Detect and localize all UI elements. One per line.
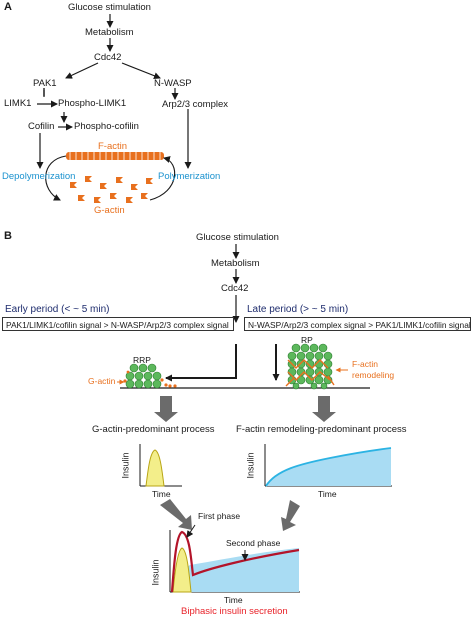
node-phospho-cofilin: Phospho-cofilin (74, 121, 139, 132)
node-pak1: PAK1 (33, 78, 57, 89)
b-cdc42: Cdc42 (221, 283, 249, 294)
depolymerization-label: Depolymerization (2, 171, 76, 182)
b-metabolism: Metabolism (211, 258, 260, 269)
left-process-label: G-actin-predominant process (92, 424, 215, 435)
f-actin-remodeling-line1: F-actin (352, 359, 378, 369)
chart-right-fill (266, 448, 391, 486)
arrow-cdc42-nwasp (121, 62, 161, 80)
polymerization-label: Polymerization (158, 171, 221, 182)
early-period-label: Early period (< ~ 5 min) (5, 304, 110, 315)
gray-block-arrows (154, 396, 336, 531)
node-metabolism: Metabolism (85, 27, 134, 38)
right-chart-xlabel: Time (318, 489, 337, 499)
gray-arrow-right (312, 396, 336, 422)
gray-arrow-right-down (281, 500, 300, 531)
rp-granules (287, 343, 333, 390)
node-phospho-limk1: Phospho-LIMK1 (58, 98, 127, 109)
f-actin-label: F-actin (98, 141, 128, 152)
second-phase-label: Second phase (226, 538, 281, 548)
right-process-label: F-actin remodeling-predominant process (236, 424, 407, 435)
chart-bottom-first-fill (172, 547, 192, 593)
rrp-granules (125, 363, 162, 389)
gray-arrow-left-down (160, 499, 192, 530)
node-limk1: LIMK1 (4, 98, 32, 109)
panel-b-arrows (165, 244, 280, 382)
b-glucose: Glucose stimulation (196, 232, 279, 243)
bottom-chart-ylabel: Insulin (150, 559, 161, 586)
arc-polymerization (149, 156, 176, 201)
f-actin-filament (66, 152, 164, 160)
chart-right-curve (265, 447, 392, 487)
node-cdc42: Cdc42 (94, 52, 122, 63)
g-actin-label: G-actin (94, 205, 125, 216)
node-arp23: Arp2/3 complex (162, 99, 229, 110)
arc-depolymerization (45, 155, 67, 201)
bottom-chart-xlabel: Time (224, 595, 243, 605)
panel-a-letter: A (4, 1, 12, 13)
late-signal-box: N-WASP/Arp2/3 complex signal > PAK1/LIMK… (244, 317, 471, 331)
f-actin-remodeling-line2: remodeling (352, 370, 395, 380)
first-phase-label: First phase (198, 511, 241, 521)
g-actin-monomers (70, 176, 153, 203)
rp-label: RP (301, 335, 313, 345)
rrp-label: RRP (133, 355, 151, 365)
early-signal-box: PAK1/LIMK1/cofilin signal > N-WASP/Arp2/… (2, 317, 234, 331)
chart-bottom-second-fill (172, 548, 299, 592)
first-phase-pointer (186, 524, 196, 538)
left-chart-xlabel: Time (152, 489, 171, 499)
panel-b-letter: B (4, 230, 12, 242)
rp-f-actin (285, 359, 335, 387)
left-chart-ylabel: Insulin (120, 452, 131, 479)
rrp-g-actin (123, 370, 177, 388)
biphasic-label: Biphasic insulin secretion (181, 606, 288, 617)
late-period-label: Late period (> ~ 5 min) (247, 304, 349, 315)
right-chart-ylabel: Insulin (245, 452, 256, 479)
gray-arrow-left (154, 396, 178, 422)
node-glucose: Glucose stimulation (68, 2, 151, 13)
node-cofilin: Cofilin (28, 121, 55, 132)
b-g-actin-label: G-actin (88, 376, 116, 386)
node-nwasp: N-WASP (154, 78, 192, 89)
arrow-to-early-cell (165, 344, 237, 382)
actin-cycle-arcs (45, 155, 176, 201)
chart-left-curve (145, 449, 165, 487)
panel-a-arrows (36, 14, 192, 169)
arrow-cdc42-pak1 (65, 62, 99, 79)
